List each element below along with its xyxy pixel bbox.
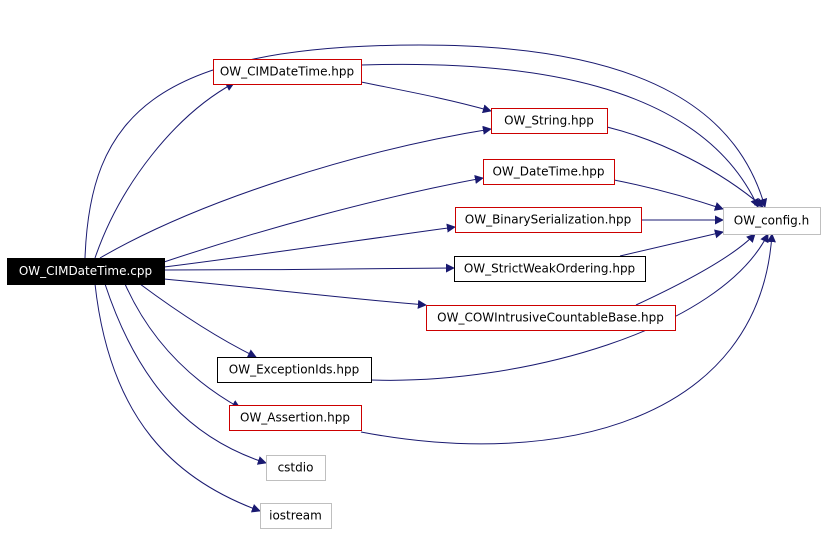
edge-cimdatetime_hpp-to-config_h (360, 63, 759, 208)
node-label: OW_StrictWeakOrdering.hpp (464, 262, 635, 276)
node-label: OW_CIMDateTime.cpp (19, 264, 152, 278)
node-box (491, 108, 608, 134)
node-string_hpp[interactable]: OW_String.hpp (491, 108, 608, 134)
edge-cow_hpp-to-config_h (635, 233, 756, 306)
node-strictweak_hpp[interactable]: OW_StrictWeakOrdering.hpp (454, 256, 646, 282)
node-label: OW_ExceptionIds.hpp (229, 363, 359, 377)
node-label: cstdio (278, 461, 314, 475)
edge-string_hpp-to-config_h (606, 126, 764, 208)
node-box (260, 503, 332, 529)
node-cow_hpp[interactable]: OW_COWIntrusiveCountableBase.hpp (426, 305, 676, 331)
node-box (426, 305, 676, 331)
node-box (217, 357, 372, 383)
node-label: iostream (269, 509, 322, 523)
node-assertion_hpp[interactable]: OW_Assertion.hpp (229, 405, 362, 431)
edges (84, 44, 776, 513)
edge-root-to-strictweak_hpp (163, 263, 455, 273)
edge-exids_hpp-to-config_h (370, 233, 769, 381)
node-label: OW_DateTime.hpp (492, 165, 604, 179)
edge-cimdatetime_hpp-to-string_hpp (360, 81, 492, 114)
node-cimdatetime_hpp[interactable]: OW_CIMDateTime.hpp (213, 59, 362, 85)
node-label: OW_String.hpp (504, 114, 594, 128)
edge-root-to-exids_hpp (139, 283, 257, 358)
nodes: OW_CIMDateTime.cpp OW_CIMDateTime.hppOW_S… (7, 59, 821, 529)
edge-root-to-cow_hpp (163, 278, 427, 309)
edge-root-to-string_hpp (99, 125, 492, 259)
node-box (229, 405, 362, 431)
node-box (455, 207, 642, 233)
edge-root-to-iostream (94, 283, 261, 513)
edge-datetime_hpp-to-config_h (613, 179, 724, 211)
node-label: OW_BinarySerialization.hpp (465, 213, 631, 227)
node-box (723, 207, 821, 235)
edge-root-to-cstdio (104, 283, 267, 465)
node-box (483, 159, 615, 185)
node-box (213, 59, 362, 85)
edge-root-to-datetime_hpp (163, 175, 484, 263)
node-box (266, 455, 326, 481)
node-box (454, 256, 646, 282)
node-config_h[interactable]: OW_config.h (723, 207, 821, 235)
edge-strictweak_hpp-to-config_h (619, 229, 724, 257)
edge-root-to-assertion_hpp (124, 283, 241, 409)
node-iostream[interactable]: iostream (260, 503, 332, 529)
node-exids_hpp[interactable]: OW_ExceptionIds.hpp (217, 357, 372, 383)
node-label: OW_config.h (734, 214, 809, 228)
node-label: OW_COWIntrusiveCountableBase.hpp (437, 311, 664, 325)
edge-assertion_hpp-to-config_h (360, 233, 776, 445)
node-binser_hpp[interactable]: OW_BinarySerialization.hpp (455, 207, 642, 233)
node-cstdio[interactable]: cstdio (266, 455, 326, 481)
node-label: OW_CIMDateTime.hpp (220, 65, 354, 79)
edge-root-to-binser_hpp (163, 223, 456, 268)
node-box (7, 258, 165, 285)
node-datetime_hpp[interactable]: OW_DateTime.hpp (483, 159, 615, 185)
node-label: OW_Assertion.hpp (240, 411, 350, 425)
edge-root-to-cimdatetime_hpp (94, 82, 235, 259)
node-root[interactable]: OW_CIMDateTime.cpp (7, 258, 165, 285)
edge-root-to-config_h (84, 44, 768, 259)
